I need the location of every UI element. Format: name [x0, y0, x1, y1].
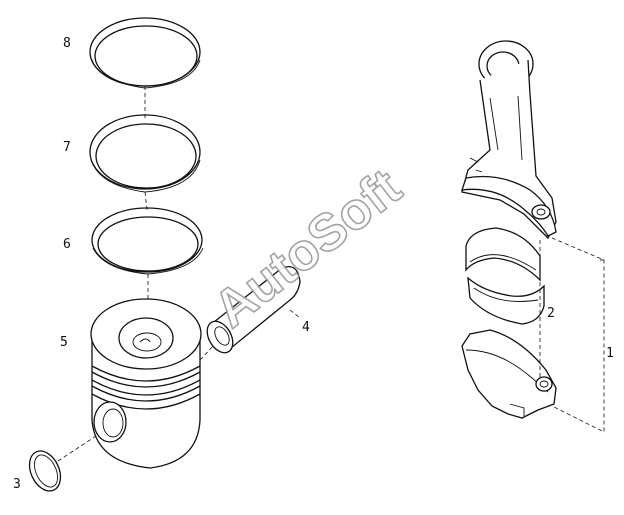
connecting-rod — [461, 40, 557, 240]
label-part-4: 4 — [302, 320, 310, 335]
label-part-5: 5 — [60, 335, 68, 350]
label-part-3: 3 — [13, 477, 21, 492]
piston-pin — [199, 265, 301, 361]
watermark-text: AutoSoft — [203, 158, 412, 339]
piston — [90, 298, 202, 469]
label-part-1: 1 — [606, 346, 614, 361]
bearing-shells — [465, 227, 545, 325]
circlip — [28, 435, 97, 492]
piston-ring-8 — [89, 17, 201, 89]
label-part-8: 8 — [63, 36, 71, 51]
piston-ring-7 — [89, 114, 201, 193]
label-part-6: 6 — [63, 237, 71, 252]
label-part-7: 7 — [63, 140, 71, 155]
connecting-rod-cap — [461, 329, 557, 419]
label-part-2: 2 — [547, 306, 555, 321]
piston-ring-6 — [91, 207, 204, 275]
